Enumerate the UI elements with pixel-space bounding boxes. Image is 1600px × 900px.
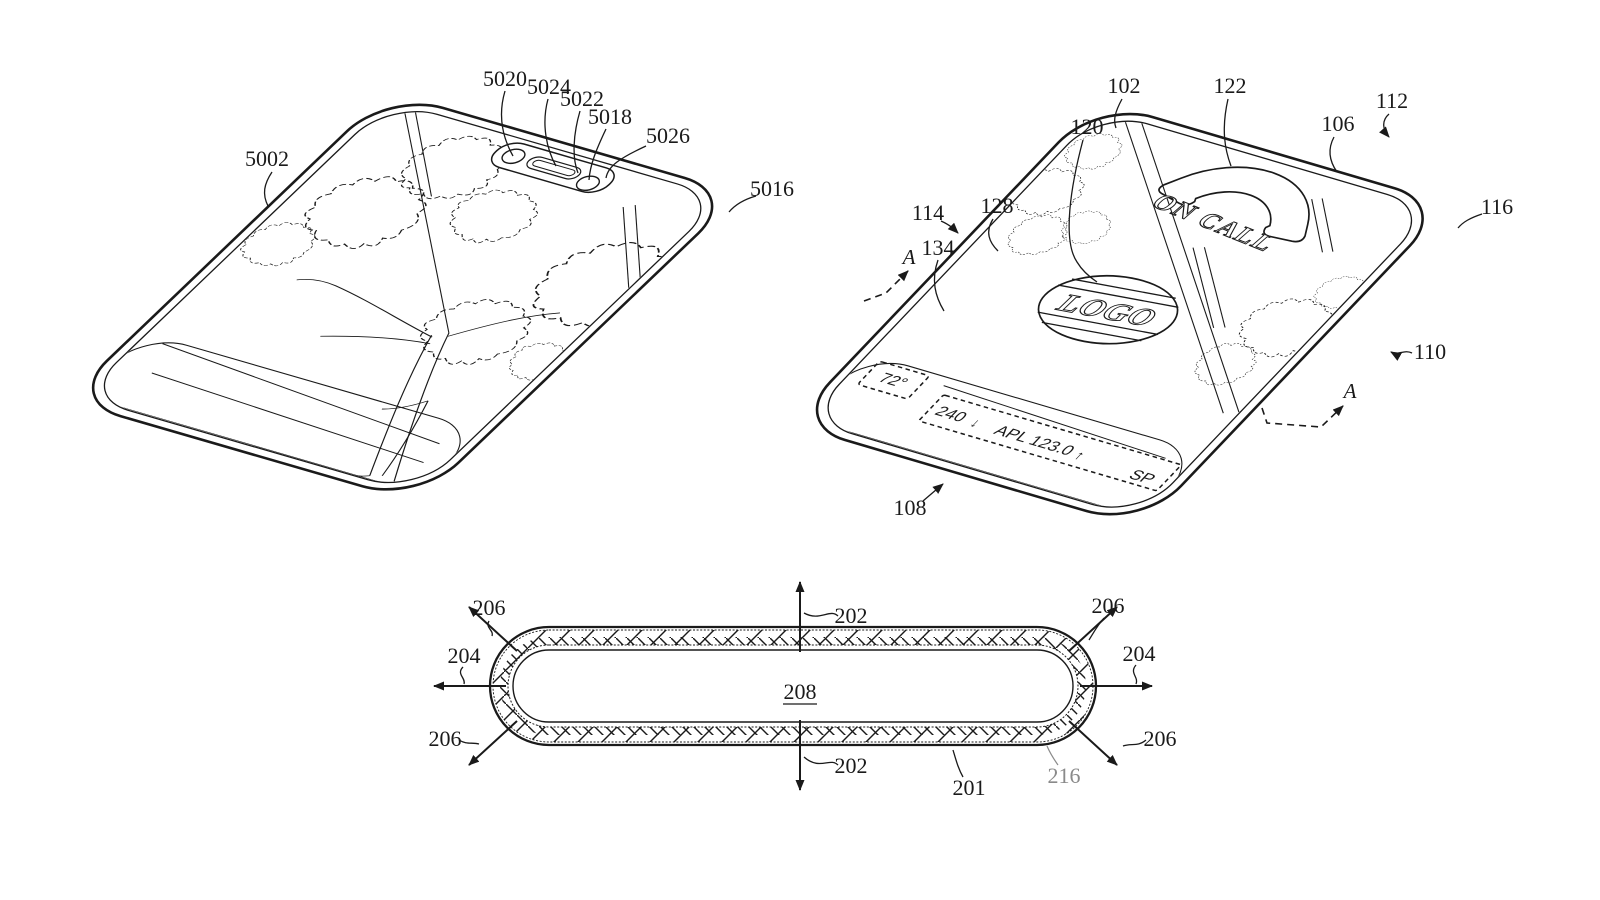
label-202-bottom: 202 [835, 753, 868, 778]
handset-icon [1153, 147, 1345, 246]
label-108: 108 [894, 495, 927, 520]
label-5020: 5020 [483, 66, 527, 91]
phone-back-inner-edge [805, 110, 1434, 518]
camera-icon [498, 147, 530, 165]
interior-boundary [512, 649, 1074, 723]
ticker-sp: SP [1125, 467, 1160, 487]
label-110: 110 [1414, 339, 1446, 364]
label-5024: 5024 [527, 74, 571, 99]
label-206-top-left: 206 [473, 595, 506, 620]
label-208-interior: 208 [784, 679, 817, 704]
label-112: 112 [1376, 88, 1408, 113]
module-outline [484, 140, 622, 196]
back-display-art: ON CALL LOGO 72° 240 ↓ APL 123.0 ↑ [785, 97, 1376, 523]
label-206-bottom-right: 206 [1144, 726, 1177, 751]
ticker-down-arrow-icon: ↓ [966, 416, 985, 430]
label-120: 120 [1071, 114, 1104, 139]
label-202-top: 202 [835, 603, 868, 628]
temp-text: 72° [874, 370, 912, 391]
label-106: 106 [1322, 111, 1355, 136]
ticker-value: 240 [931, 403, 971, 425]
front-sensor-module [484, 140, 622, 196]
label-122: 122 [1214, 73, 1247, 98]
label-128: 128 [981, 193, 1014, 218]
label-5018: 5018 [588, 104, 632, 129]
label-206-bottom-left: 206 [429, 726, 462, 751]
label-216-coating: 216 [1048, 763, 1081, 788]
ticker-band: 72° 240 ↓ APL 123.0 ↑ SP [844, 361, 1193, 491]
label-116: 116 [1481, 194, 1513, 219]
label-5016: 5016 [750, 176, 794, 201]
label-114: 114 [912, 200, 944, 225]
speaker-slot [523, 155, 585, 181]
ticker-box [919, 395, 1182, 491]
label-5026: 5026 [646, 123, 690, 148]
temp-box [858, 361, 930, 399]
cross-section-figure: 202 202 204 204 206 206 206 206 208 201 … [429, 581, 1177, 800]
phone-front-outline [66, 92, 740, 502]
section-marker-a-top: A [901, 245, 916, 269]
label-102: 102 [1108, 73, 1141, 98]
phone-front-inner-edge [81, 101, 724, 494]
back-foliage [999, 127, 1376, 393]
label-201-wall: 201 [953, 775, 986, 800]
phone-front-figure: 5002 5020 5024 5022 5018 5026 5016 [66, 66, 794, 502]
label-5022: 5022 [560, 86, 604, 111]
label-204-left: 204 [448, 643, 481, 668]
phone-back-figure: ON CALL LOGO 72° 240 ↓ APL 123.0 ↑ [778, 73, 1513, 527]
on-call-text: ON CALL [1145, 189, 1284, 256]
label-206-top-right: 206 [1092, 593, 1125, 618]
label-134: 134 [922, 235, 955, 260]
logo-badge: LOGO [1019, 266, 1197, 353]
label-204-right: 204 [1123, 641, 1156, 666]
sensor-icon [572, 174, 604, 192]
section-marker-a-bottom: A [1342, 379, 1357, 403]
label-5002: 5002 [245, 146, 289, 171]
phone-back-outline [790, 101, 1449, 527]
force-arrows [433, 581, 1153, 791]
ticker-symbol: APL 123.0 [990, 423, 1079, 459]
